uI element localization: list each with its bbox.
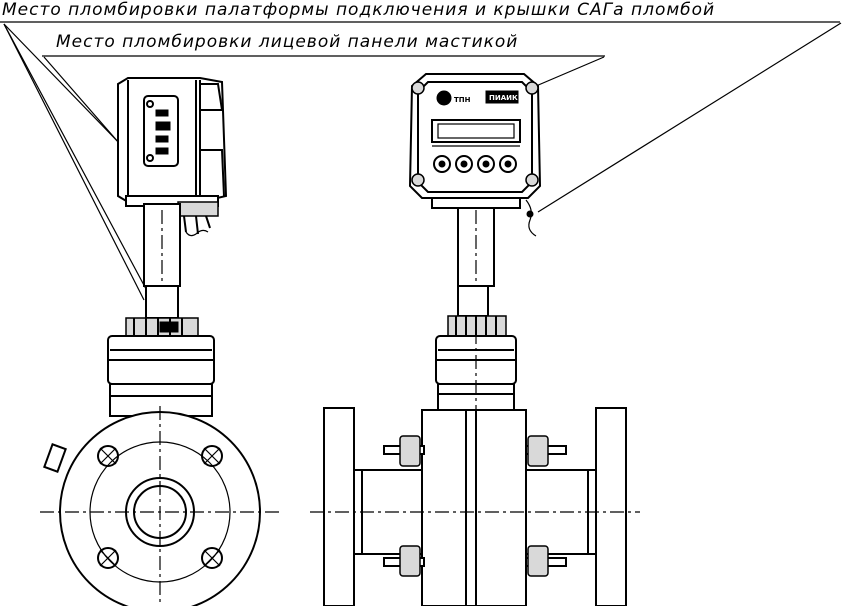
front-view: ТПН ПИАИК: [310, 73, 640, 606]
logo-icon: [436, 90, 452, 106]
callout-seal-platform: Место пломбировки палатформы подключения…: [2, 0, 716, 20]
callout-seal-front-panel: Место пломбировки лицевой панели мастико…: [56, 32, 519, 52]
bolt-holes: [97, 445, 223, 569]
logo-text: ТПН: [454, 96, 471, 104]
leader-lines: [0, 21, 842, 331]
stud-bolts: [383, 435, 567, 577]
brand-text: ПИАИК: [489, 94, 518, 102]
panel-buttons: [433, 155, 517, 173]
side-view: [40, 77, 280, 606]
